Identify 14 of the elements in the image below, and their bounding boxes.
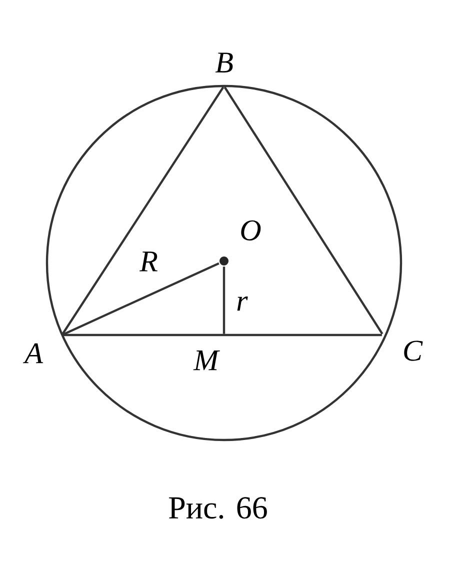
line-segment <box>222 266 226 334</box>
node-label: O <box>241 220 261 241</box>
line-segment <box>62 86 224 334</box>
vertex-point: A <box>22 343 44 364</box>
vertex-point: C <box>404 340 423 361</box>
edge-label: r <box>237 296 248 311</box>
line-segment <box>62 262 220 336</box>
edge-label: R <box>139 252 158 272</box>
center-point: O <box>220 220 261 266</box>
line-segment <box>63 334 382 336</box>
vertex-point: B <box>215 52 233 72</box>
vertex-point: M <box>193 350 220 370</box>
caption: Рис. 66 <box>169 497 267 519</box>
line-segment <box>224 86 384 334</box>
